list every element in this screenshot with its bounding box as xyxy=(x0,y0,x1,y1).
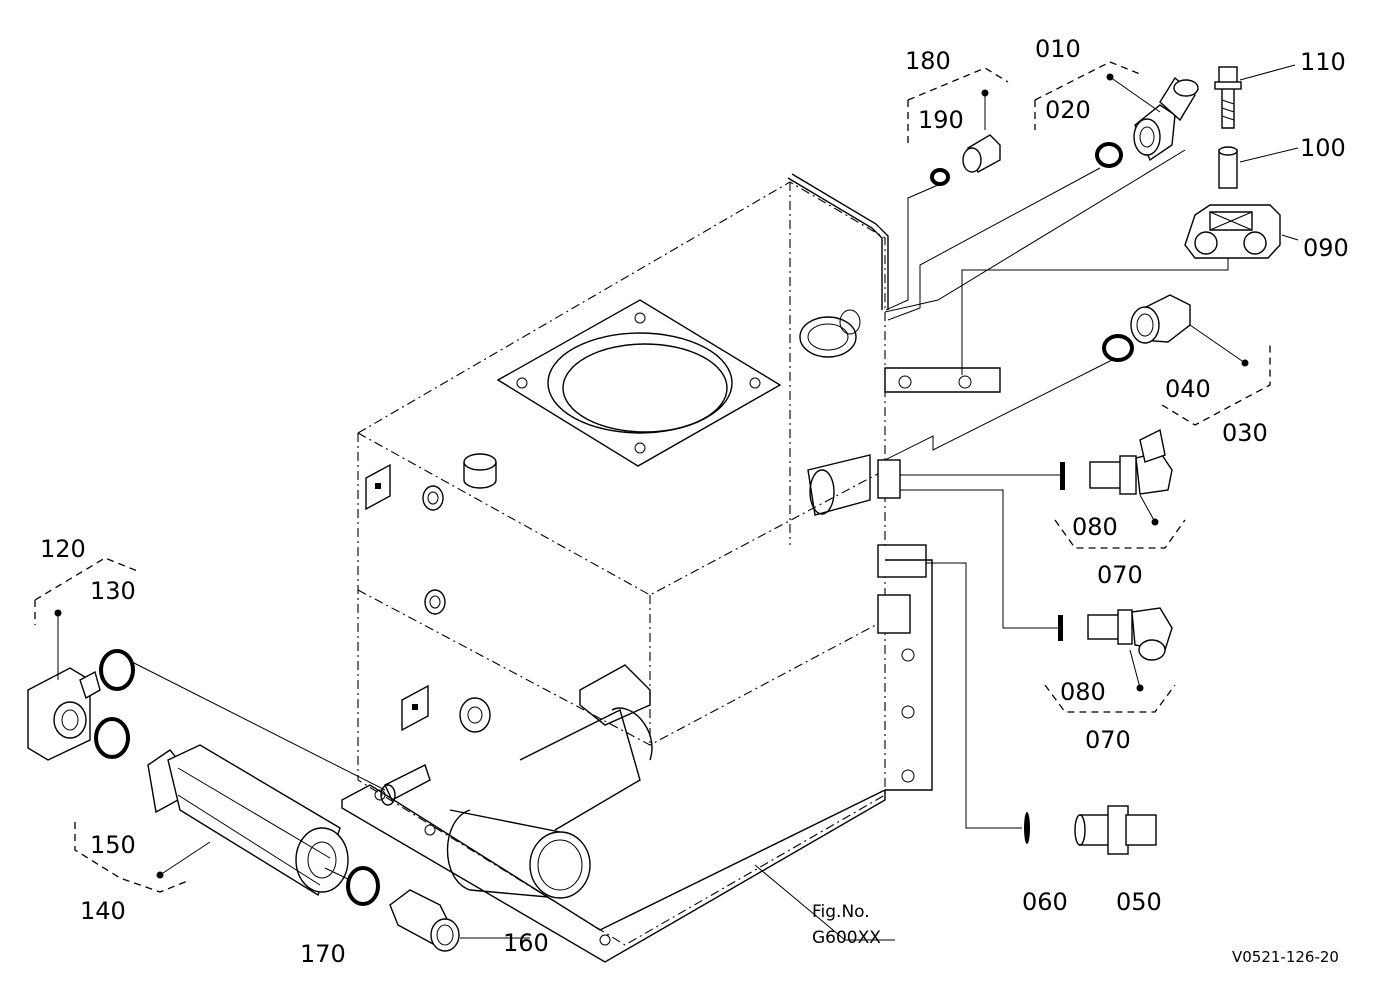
callout-labels: 180 190 010 020 110 100 090 040 030 080 … xyxy=(40,35,1349,968)
adapter-fitting-160 xyxy=(389,889,460,952)
label-080-upper: 080 xyxy=(1072,513,1118,541)
label-120: 120 xyxy=(40,535,86,563)
elbow-fitting-070-upper xyxy=(1089,428,1173,495)
label-060: 060 xyxy=(1022,888,1068,916)
label-010: 010 xyxy=(1035,35,1081,63)
label-030: 030 xyxy=(1222,419,1268,447)
plug-180 xyxy=(962,134,1001,173)
label-090: 090 xyxy=(1303,234,1349,262)
group-brackets xyxy=(34,61,1299,939)
leader-lines xyxy=(131,149,1229,941)
o-ring-020 xyxy=(1095,142,1123,168)
document-id: V0521-126-20 xyxy=(1232,948,1339,966)
collar-100 xyxy=(1218,146,1238,189)
bolt-110 xyxy=(1214,66,1242,129)
seal-060 xyxy=(1024,812,1030,844)
label-140: 140 xyxy=(80,897,126,925)
elbow-fitting-010 xyxy=(1133,76,1199,162)
seal-080-lower xyxy=(1058,615,1063,641)
o-ring-190 xyxy=(930,168,950,186)
o-ring-170 xyxy=(346,866,380,906)
label-170: 170 xyxy=(300,940,346,968)
label-050: 050 xyxy=(1116,888,1162,916)
block-fitting-120 xyxy=(27,667,101,761)
label-020: 020 xyxy=(1045,96,1091,124)
label-070-lower: 070 xyxy=(1085,726,1131,754)
label-130: 130 xyxy=(90,577,136,605)
clamp-090 xyxy=(1184,204,1281,259)
line-filter-140 xyxy=(147,744,349,897)
label-040: 040 xyxy=(1165,375,1211,403)
o-ring-150 xyxy=(94,717,130,759)
connector-030 xyxy=(1130,294,1191,344)
fig-no-value: G600XX xyxy=(812,928,881,948)
o-ring-130 xyxy=(99,649,135,691)
label-160: 160 xyxy=(503,929,549,957)
label-070-upper: 070 xyxy=(1097,561,1143,589)
seal-080-upper xyxy=(1060,462,1065,490)
o-ring-040 xyxy=(1102,334,1134,362)
adapter-050 xyxy=(1074,805,1157,855)
label-190: 190 xyxy=(918,106,964,134)
hydraulic-tank xyxy=(341,173,1001,963)
label-150: 150 xyxy=(90,831,136,859)
label-100: 100 xyxy=(1300,134,1346,162)
label-080-lower: 080 xyxy=(1060,678,1106,706)
fig-no-label: Fig.No. xyxy=(812,902,870,922)
label-110: 110 xyxy=(1300,48,1346,76)
label-180: 180 xyxy=(905,47,951,75)
elbow-fitting-070-lower xyxy=(1087,607,1173,661)
